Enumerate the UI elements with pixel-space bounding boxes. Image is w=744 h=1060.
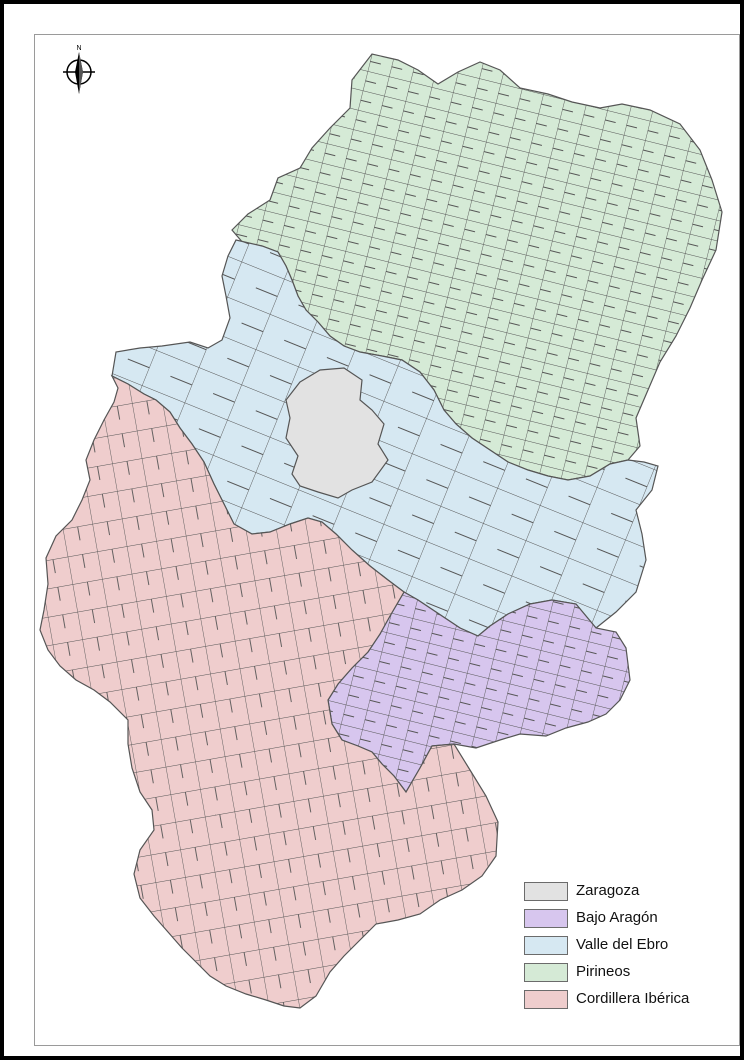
legend-label: Valle del Ebro [576, 936, 669, 953]
north-arrow-icon: N [63, 45, 95, 94]
legend-swatch [524, 909, 568, 928]
legend-item-zaragoza: Zaragoza [524, 880, 734, 905]
legend-item-bajo-aragon: Bajo Aragón [524, 907, 734, 932]
legend-label: Bajo Aragón [576, 909, 658, 926]
north-label: N [76, 45, 81, 52]
legend-label: Zaragoza [576, 882, 640, 899]
legend-swatch [524, 963, 568, 982]
legend-swatch [524, 936, 568, 955]
map-legend: Zaragoza Bajo Aragón Valle del Ebro Piri… [524, 880, 734, 1015]
legend-swatch [524, 882, 568, 901]
legend-item-valle-del-ebro: Valle del Ebro [524, 934, 734, 959]
legend-label: Pirineos [576, 963, 631, 980]
legend-label: Cordillera Ibérica [576, 990, 690, 1007]
legend-swatch [524, 990, 568, 1009]
legend-item-pirineos: Pirineos [524, 961, 734, 986]
legend-item-cordillera-iberica: Cordillera Ibérica [524, 988, 734, 1013]
